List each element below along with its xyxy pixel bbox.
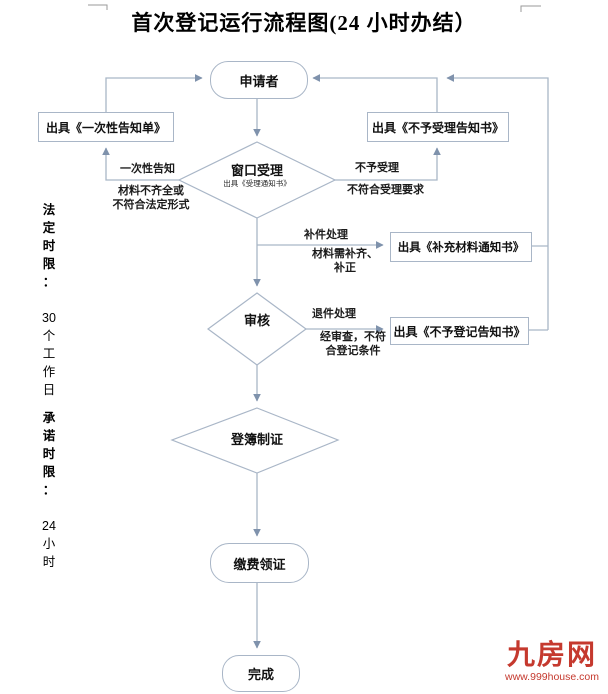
register-certificate-diamond [170,407,340,474]
connector-lines [102,74,549,649]
edge-label-no-accept: 不予受理 [355,162,399,174]
edge-label-supplement: 补件处理 [304,229,348,241]
legal-limit-value: 30 个 工 作 日 [42,311,56,397]
edge-label-return-case: 退件处理 [312,308,356,320]
site-url: www.999house.com [505,671,599,683]
node-pay-receive: 缴费领证 [210,543,309,583]
page-title: 首次登记运行流程图(24 小时办结） [131,11,477,35]
crop-mark-top-right [520,5,541,12]
register-certificate-label: 登簿制证 [230,432,283,447]
edge-label-return-reason: 经审查，不符 合登记条件 [320,331,386,357]
window-accept-subtitle: 出具《受理通知书》 [223,179,291,188]
window-accept-title: 窗口受理 [230,163,283,178]
node-issue-supplement-notice: 出具《补充材料通知书》 [390,232,532,262]
promise-limit-label: 承 诺 时 限 ： [42,411,56,497]
legal-limit-label: 法 定 时 限 ： [42,203,56,289]
review-label: 审核 [243,313,270,328]
side-note-promise-limit: 承 诺 时 限 ： 24 小 时 [36,391,62,589]
node-issue-no-register-notice: 出具《不予登记告知书》 [390,317,529,345]
node-applicant: 申请者 [210,61,308,99]
node-issue-no-accept-notice: 出具《不予受理告知书》 [367,112,509,142]
edge-label-one-time-reason: 材料不齐全或 不符合法定形式 [112,185,190,211]
node-issue-one-time-notice: 出具《一次性告知单》 [38,112,174,142]
window-accept-label: 窗口受理 出具《受理通知书》 [187,163,327,189]
crop-mark-top-left [88,4,108,10]
site-watermark: 九房网 www.999house.com [498,638,606,684]
review-diamond [206,292,308,366]
edge-label-no-accept-reason: 不符合受理要求 [347,184,424,196]
side-note-legal-limit: 法 定 时 限 ： 30 个 工 作 日 [36,183,62,417]
site-logo: 九房网 [506,638,597,671]
edge-label-one-time-notice: 一次性告知 [120,163,175,175]
window-accept-diamond [177,141,337,219]
edge-label-supplement-reason: 材料需补齐、 补正 [312,248,378,274]
promise-limit-value: 24 小 时 [42,519,56,569]
node-done: 完成 [222,655,300,692]
